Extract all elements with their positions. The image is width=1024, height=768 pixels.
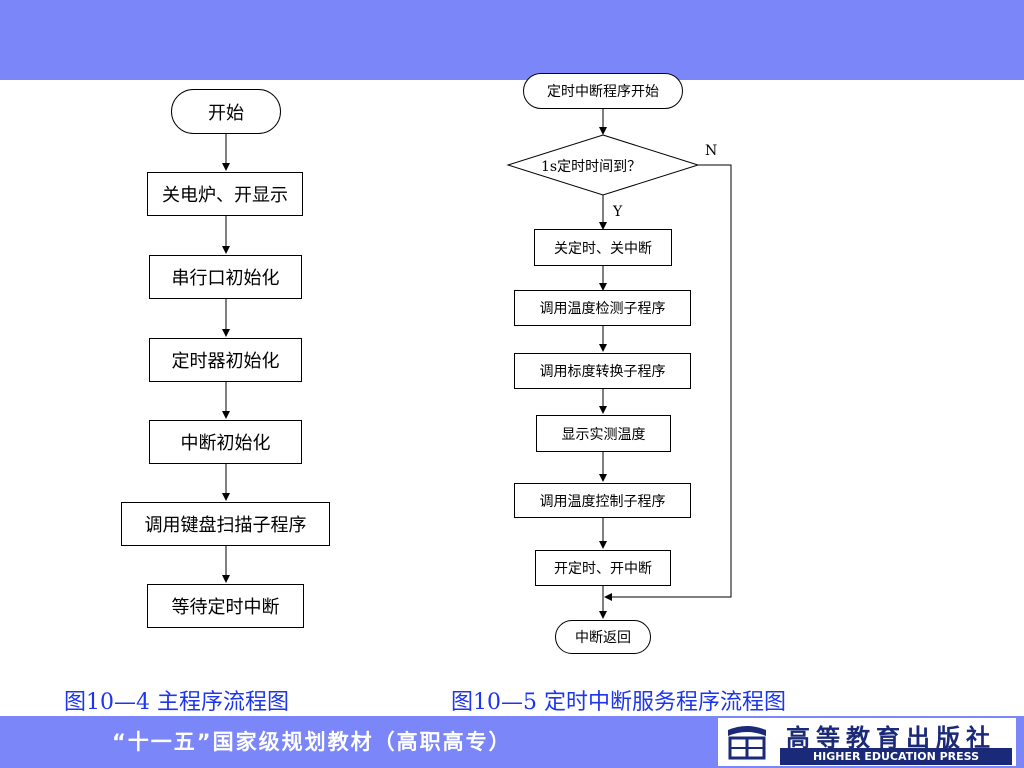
- series-label: “十一五”国家级规划教材（高职高专）: [112, 730, 512, 754]
- publisher-emblem-icon: [728, 726, 766, 760]
- isr-step-1: 关定时、关中断: [534, 229, 672, 266]
- main-step-5: 调用键盘扫描子程序: [121, 502, 330, 546]
- isr-end-node: 中断返回: [555, 620, 651, 654]
- isr-start-node: 定时中断程序开始: [523, 73, 683, 109]
- publisher-name-en: HIGHER EDUCATION PRESS: [780, 748, 1012, 765]
- isr-step-5: 调用温度控制子程序: [514, 483, 691, 518]
- main-step-2: 串行口初始化: [149, 255, 302, 299]
- main-step-1: 关电炉、开显示: [147, 172, 303, 216]
- main-start-node: 开始: [171, 89, 281, 134]
- isr-step-4: 显示实测温度: [536, 415, 671, 452]
- publisher-name-cn: 高等教育出版社: [786, 724, 996, 752]
- header-band: [0, 0, 1024, 80]
- isr-step-2: 调用温度检测子程序: [514, 290, 691, 326]
- main-step-4: 中断初始化: [149, 420, 302, 464]
- no-branch-line: [604, 164, 732, 601]
- caption-main-flowchart: 图10—4 主程序流程图: [64, 690, 289, 715]
- isr-step-6: 开定时、开中断: [535, 550, 671, 586]
- isr-step-3: 调用标度转换子程序: [514, 353, 691, 389]
- caption-isr-flowchart: 图10—5 定时中断服务程序流程图: [451, 690, 786, 715]
- no-label: N: [705, 143, 718, 159]
- decision-label: 1s定时时间到？: [541, 159, 642, 175]
- publisher-logo-box: 高等教育出版社 HIGHER EDUCATION PRESS: [718, 718, 1016, 766]
- yes-label: Y: [613, 204, 623, 220]
- main-step-6: 等待定时中断: [147, 584, 304, 628]
- main-step-3: 定时器初始化: [149, 338, 302, 382]
